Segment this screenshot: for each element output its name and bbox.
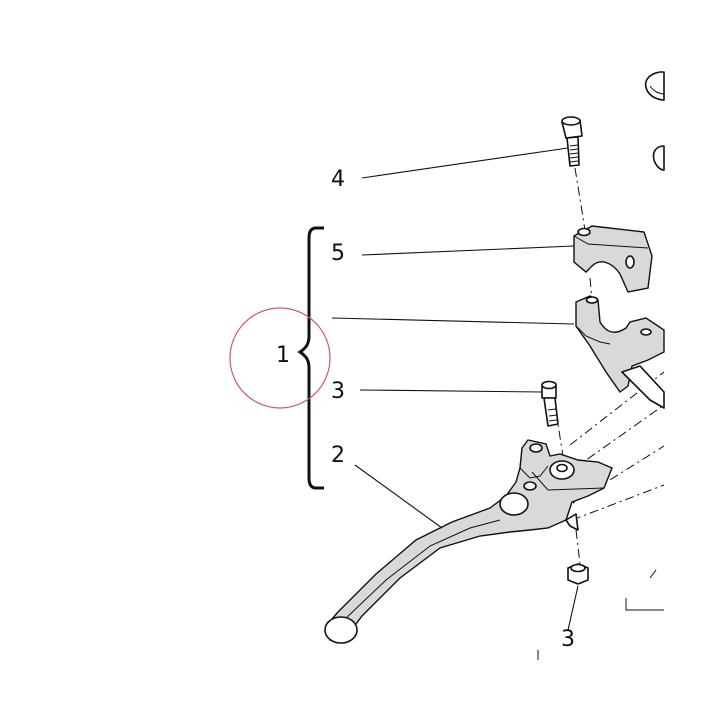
callout-assembly: 1 xyxy=(276,343,290,368)
callout-lever: 2 xyxy=(331,443,345,468)
highlight-circle xyxy=(229,307,331,409)
edge-fragments xyxy=(537,71,665,660)
clamp-upper-half xyxy=(573,225,653,293)
assembly-bracket xyxy=(297,226,324,490)
socket-screw xyxy=(561,116,583,167)
lever-holder-body xyxy=(575,295,665,409)
brake-lever xyxy=(324,439,613,644)
leader-lines xyxy=(331,147,579,631)
callout-screw: 4 xyxy=(331,167,345,192)
lever-nut xyxy=(567,563,589,585)
callout-clamp: 5 xyxy=(331,241,345,266)
pivot-bolt xyxy=(541,380,559,427)
callout-pivot-bolt: 3 xyxy=(331,379,345,404)
callout-nut: 3 xyxy=(561,627,575,652)
